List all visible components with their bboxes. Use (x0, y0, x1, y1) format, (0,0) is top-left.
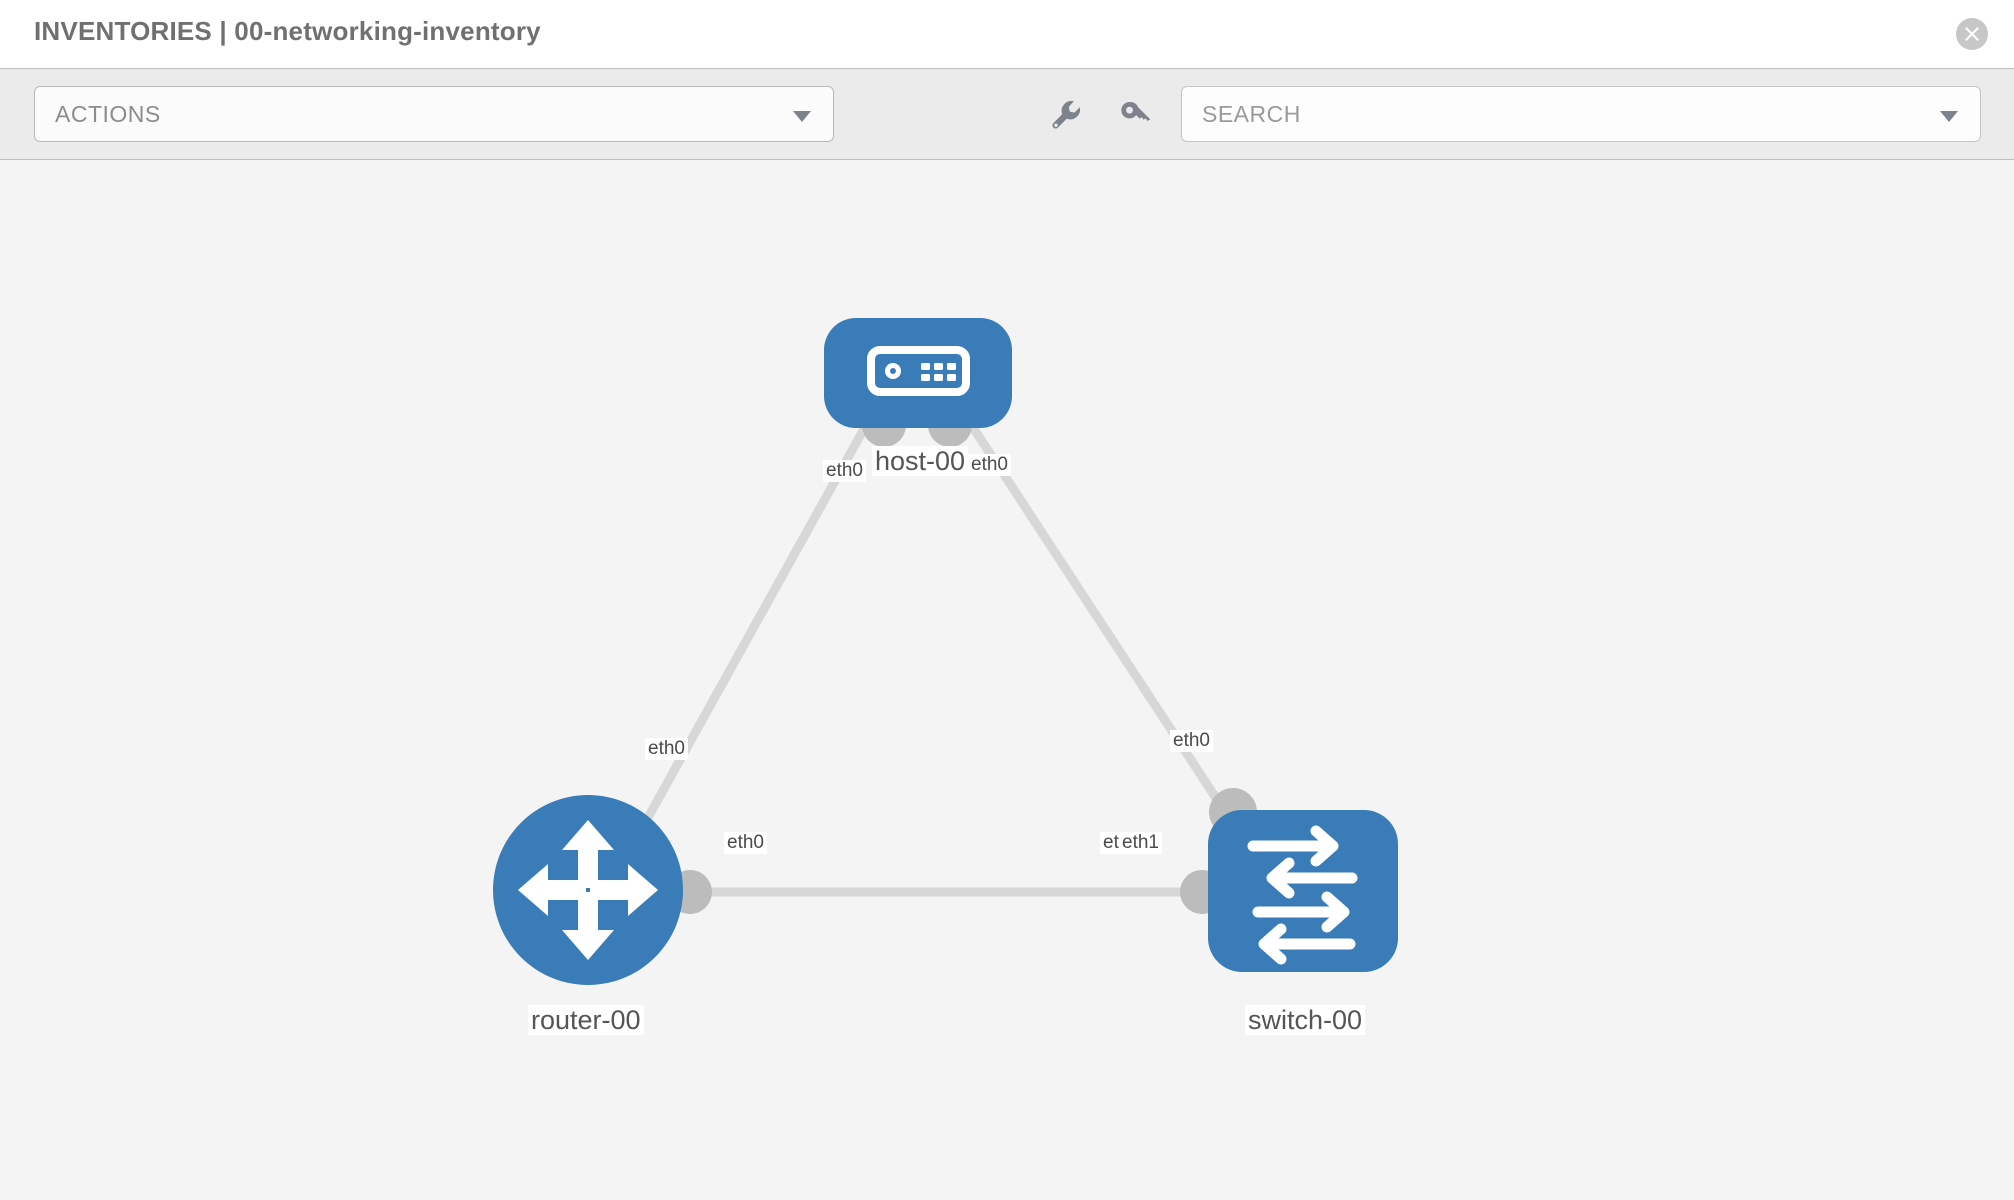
iface-label-router-up: eth0 (645, 738, 688, 760)
page-header: INVENTORIES | 00-networking-inventory (0, 0, 2014, 68)
topology-canvas[interactable]: host-00 router-00 switch-00 eth0 eth0 et… (0, 160, 2014, 1200)
node-label-host-00: host-00 (872, 446, 969, 477)
toolbar: ACTIONS SEARCH (0, 68, 2014, 160)
iface-label-host-right: eth0 (968, 454, 1011, 476)
key-icon[interactable] (1108, 89, 1160, 141)
search-input[interactable]: SEARCH (1181, 86, 1981, 142)
actions-dropdown[interactable]: ACTIONS (34, 86, 834, 142)
iface-label-router-right: eth0 (724, 832, 767, 854)
iface-label-switch-left: eth1 (1119, 832, 1162, 854)
chevron-down-icon[interactable] (1940, 111, 1958, 122)
actions-dropdown-label: ACTIONS (55, 101, 161, 127)
search-placeholder: SEARCH (1202, 101, 1301, 127)
close-icon[interactable] (1956, 18, 1988, 50)
node-host-00 (824, 318, 1012, 428)
node-switch-00 (1208, 810, 1398, 972)
iface-label-host-left: eth0 (823, 460, 866, 482)
iface-label-switch-up: eth0 (1170, 730, 1213, 752)
page-title: INVENTORIES | 00-networking-inventory (34, 16, 541, 46)
node-label-switch-00: switch-00 (1245, 1005, 1366, 1036)
wrench-icon[interactable] (1040, 89, 1092, 141)
chevron-down-icon (793, 111, 811, 122)
node-label-router-00: router-00 (528, 1005, 644, 1036)
node-router-00 (493, 795, 683, 985)
